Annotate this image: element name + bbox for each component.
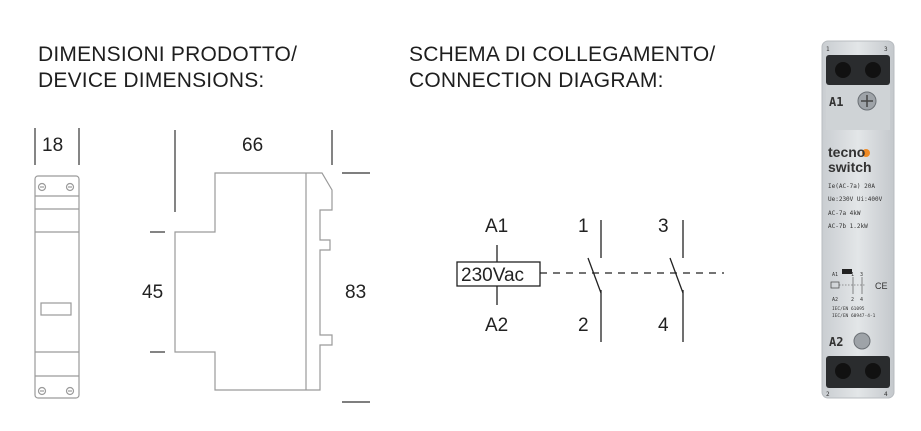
device-a1-label: A1: [829, 95, 843, 109]
total-height-dimension-label: 83: [345, 282, 366, 303]
contact-terminal-2-label: 2: [578, 315, 589, 336]
schema-heading-line2: CONNECTION DIAGRAM:: [409, 69, 664, 92]
device-photo: [821, 40, 895, 399]
device-terminal-2-label: 2: [826, 391, 830, 398]
device-spec-ie: Ie(AC-7a) 20A: [828, 183, 875, 190]
front-height-dimension-label: 45: [142, 282, 163, 303]
front-view-drawing: [34, 128, 80, 399]
device-terminal-1-label: 1: [826, 46, 830, 53]
schema-heading-line1: SCHEMA DI COLLEGAMENTO/: [409, 43, 716, 66]
depth-dimension-label: 66: [242, 135, 263, 156]
device-brand-line2: switch: [828, 159, 872, 175]
schema-heading: SCHEMA DI COLLEGAMENTO/ CONNECTION DIAGR…: [409, 42, 715, 94]
dimensions-heading-line1: DIMENSIONI PRODOTTO/: [38, 43, 298, 66]
contact-terminal-1-label: 1: [578, 216, 589, 237]
connection-diagram: [456, 220, 724, 342]
device-terminal-3-label: 3: [884, 46, 888, 53]
contact-terminal-3-label: 3: [658, 216, 669, 237]
device-spec-ac7a: AC-7a 4kW: [828, 210, 861, 217]
device-mini-1: 1: [851, 272, 854, 278]
device-standard-1: IEC/EN 61095: [832, 306, 865, 312]
device-mini-4: 4: [860, 297, 863, 303]
dimensions-heading: DIMENSIONI PRODOTTO/ DEVICE DIMENSIONS:: [38, 42, 297, 94]
device-mini-2: 2: [851, 297, 854, 303]
coil-terminal-a2-label: A2: [485, 315, 508, 336]
coil-voltage-label: 230Vac: [461, 265, 524, 286]
device-mini-a1: A1: [832, 272, 838, 278]
width-dimension-label: 18: [42, 135, 63, 156]
contact-terminal-4-label: 4: [658, 315, 669, 336]
dimensions-heading-line2: DEVICE DIMENSIONS:: [38, 69, 265, 92]
side-view-drawing: [150, 130, 370, 403]
contact2-blade: [669, 257, 684, 294]
device-spec-ac7b: AC-7b 1.2kW: [828, 223, 868, 230]
device-a2-label: A2: [829, 335, 843, 349]
device-brand-line1: tecno: [828, 144, 865, 160]
coil-box: [456, 261, 541, 287]
device-spec-ue: Ue:230V Ui:400V: [828, 196, 883, 203]
ce-mark: CE: [875, 281, 888, 291]
coil-terminal-a1-label: A1: [485, 216, 508, 237]
device-mini-3: 3: [860, 272, 863, 278]
device-standard-2: IEC/EN 60947-4-1: [832, 313, 876, 319]
contact1-blade: [587, 257, 602, 294]
device-mini-a2: A2: [832, 297, 838, 303]
device-terminal-4-label: 4: [884, 391, 888, 398]
